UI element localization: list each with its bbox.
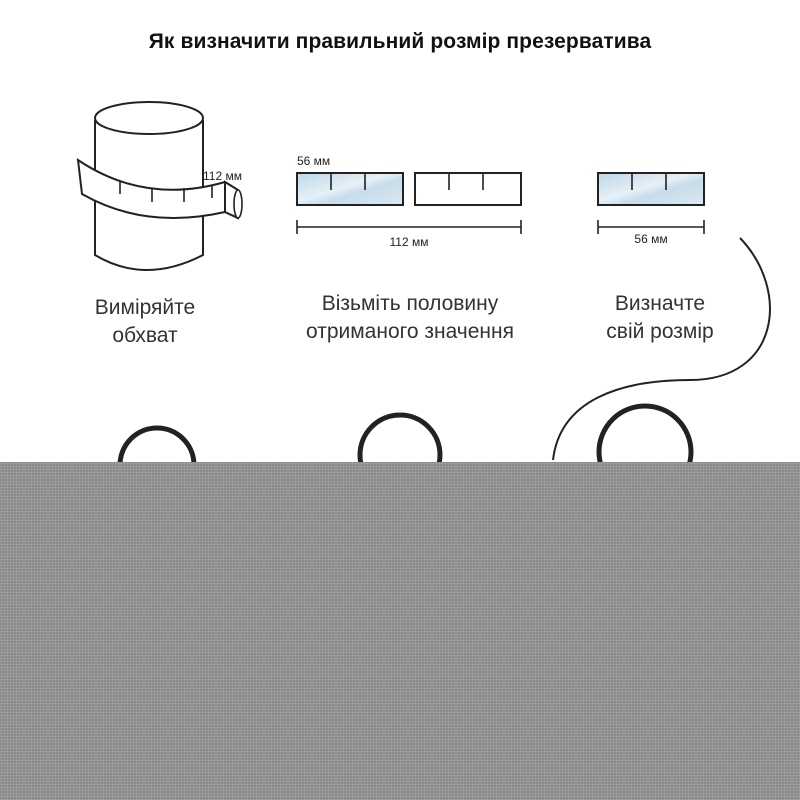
size-circle-s — [357, 412, 443, 470]
connector-and-circles — [117, 237, 771, 470]
step3-caption: Визначте свій розмір — [606, 292, 714, 343]
step1-illustration: 112 мм — [76, 101, 243, 271]
step2-caption: Візьміть половину отриманого значення — [306, 292, 514, 343]
step2-segment-label: 56 мм — [297, 154, 330, 168]
step1-measure: 112 мм — [203, 169, 242, 183]
step2-illustration: 56 мм 112 мм — [296, 154, 522, 249]
cylinder-top — [94, 101, 204, 135]
step1-caption: Виміряйте обхват — [94, 296, 196, 347]
pixelated-overlay — [0, 462, 800, 800]
curved-arrow-line — [552, 237, 771, 461]
step3-measure: 56 мм — [634, 232, 667, 246]
page-title: Як визначити правильний розмір презерват… — [148, 30, 652, 53]
half-segment-filled — [296, 172, 404, 206]
step3-illustration: 56 мм — [597, 172, 705, 246]
half-segment-empty — [414, 172, 522, 206]
step2-total-label: 112 мм — [390, 235, 429, 249]
size-segment — [597, 172, 705, 206]
size-circle-m — [596, 403, 694, 470]
